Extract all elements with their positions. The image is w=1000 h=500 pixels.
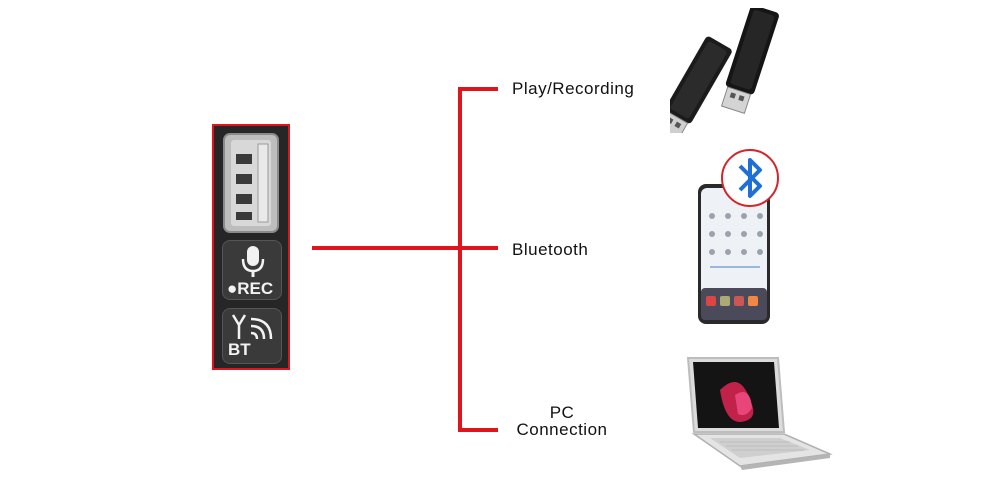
connector-main-line bbox=[312, 246, 462, 250]
connector-branch-middle bbox=[458, 246, 498, 250]
antenna-signal-icon bbox=[231, 314, 273, 340]
label-connection: Connection bbox=[516, 420, 608, 439]
label-pc: PC bbox=[549, 403, 575, 422]
label-play-recording: Play/Recording bbox=[512, 79, 635, 98]
connector-branch-bottom bbox=[458, 428, 498, 432]
laptop-image bbox=[686, 357, 833, 470]
usb-flash-drive-image bbox=[670, 8, 779, 133]
label-bluetooth: Bluetooth bbox=[512, 240, 589, 259]
rec-button[interactable]: ●REC bbox=[222, 240, 282, 300]
bt-button[interactable]: BT bbox=[222, 308, 282, 364]
bluetooth-icon bbox=[738, 158, 762, 198]
usb-port-icon bbox=[223, 133, 279, 233]
connector-vertical-line bbox=[458, 87, 462, 432]
label-pc-connection: PC Connection bbox=[512, 404, 612, 438]
connector-branch-top bbox=[458, 87, 498, 91]
bt-label: BT bbox=[228, 340, 251, 359]
device-panel: ●REC BT bbox=[212, 124, 290, 370]
rec-label: ●REC bbox=[227, 279, 274, 298]
smartphone-image bbox=[698, 149, 779, 324]
microphone-icon bbox=[241, 246, 265, 277]
